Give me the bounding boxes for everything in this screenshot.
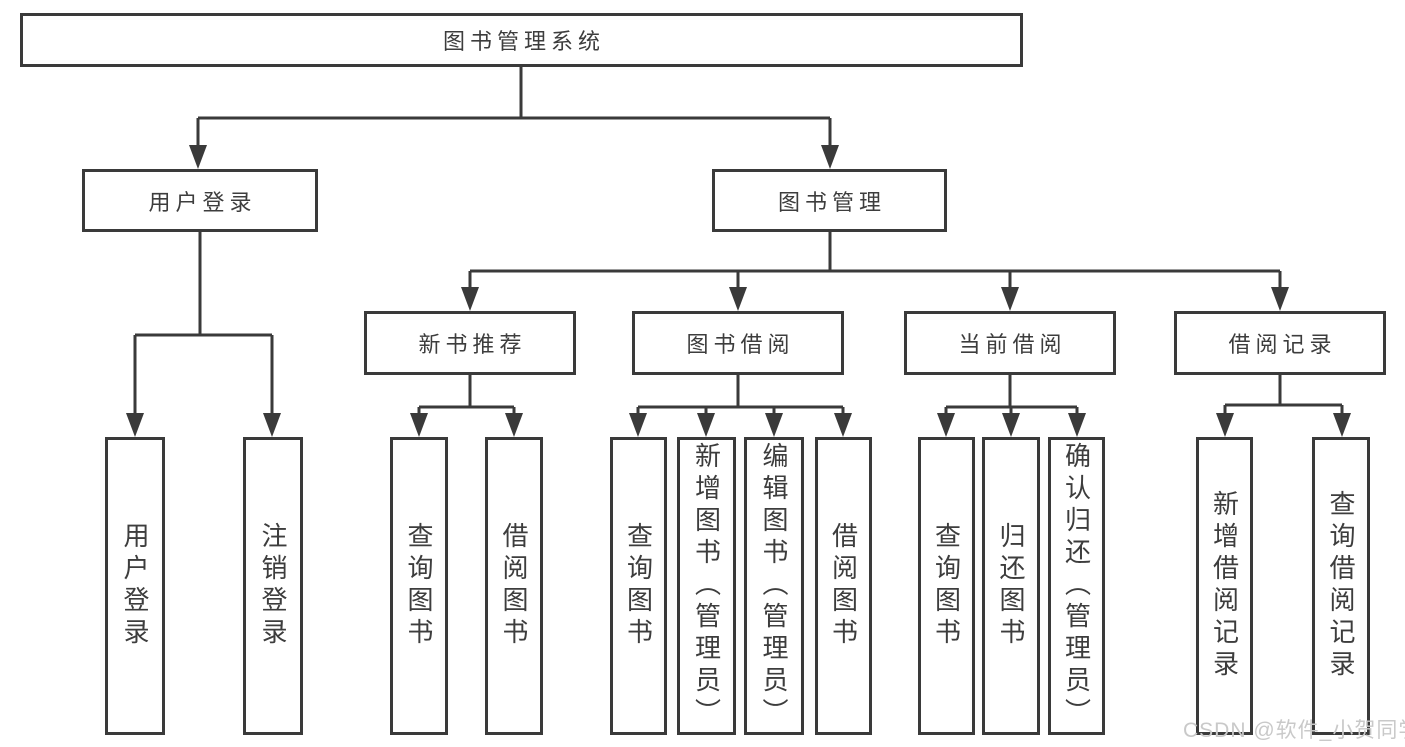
leaf-logout: 注销登录 [243, 437, 303, 735]
node-label: 确认归还（管理员） [1061, 442, 1092, 730]
node-label: 借阅记录 [1228, 332, 1337, 357]
node-current-borrow: 当前借阅 [904, 311, 1116, 375]
node-label: 借阅图书 [499, 522, 529, 650]
node-label: 新增图书（管理员） [691, 442, 722, 730]
leaf-add-borrow-record: 新增借阅记录 [1196, 437, 1253, 735]
node-label: 查询图书 [623, 522, 654, 650]
node-label: 用户登录 [120, 522, 150, 650]
node-label: 注销登录 [258, 522, 288, 650]
leaf-borrow-books: 借阅图书 [815, 437, 872, 735]
node-root: 图书管理系统 [20, 13, 1023, 67]
node-borrow-records: 借阅记录 [1174, 311, 1386, 375]
node-label: 当前借阅 [958, 332, 1067, 357]
leaf-add-book-admin: 新增图书（管理员） [677, 437, 736, 735]
leaf-return-books: 归还图书 [982, 437, 1040, 735]
node-label: 查询借阅记录 [1326, 490, 1356, 682]
node-label: 查询图书 [931, 522, 962, 650]
leaf-query-books-recommend: 查询图书 [390, 437, 448, 735]
leaf-edit-book-admin: 编辑图书（管理员） [744, 437, 804, 735]
node-label: 图书借阅 [686, 332, 795, 357]
leaf-query-borrow-record: 查询借阅记录 [1312, 437, 1370, 735]
leaf-confirm-return-admin: 确认归还（管理员） [1048, 437, 1105, 735]
node-label: 新增借阅记录 [1209, 490, 1240, 682]
node-book-borrow: 图书借阅 [632, 311, 844, 375]
node-label: 用户登录 [148, 189, 257, 215]
node-label: 查询图书 [404, 522, 434, 650]
node-user-login: 用户登录 [82, 169, 318, 232]
csdn-watermark: CSDN @软件_小贺同学 [1183, 719, 1405, 742]
node-label: 新书推荐 [418, 332, 527, 357]
leaf-user-login: 用户登录 [105, 437, 165, 735]
leaf-query-books-borrow: 查询图书 [610, 437, 667, 735]
node-label: 借阅图书 [828, 522, 859, 650]
node-label: 归还图书 [996, 522, 1026, 650]
node-label: 图书管理 [777, 189, 886, 215]
leaf-borrow-books-recommend: 借阅图书 [485, 437, 543, 735]
node-book-management: 图书管理 [712, 169, 947, 232]
node-label: 编辑图书（管理员） [759, 442, 789, 730]
node-label: 图书管理系统 [442, 29, 605, 54]
leaf-query-books-current: 查询图书 [918, 437, 975, 735]
node-new-book-recommend: 新书推荐 [364, 311, 576, 375]
